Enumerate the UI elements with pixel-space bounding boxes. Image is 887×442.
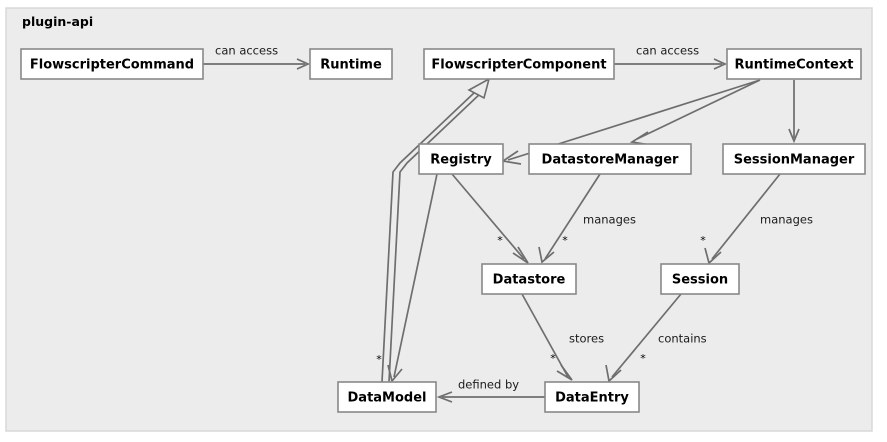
multiplicity-label: * — [497, 234, 503, 247]
arrowhead-icon — [788, 128, 800, 144]
multiplicity-label: * — [562, 234, 568, 247]
class-node-data-model[interactable]: DataModel — [337, 381, 437, 413]
edge-path — [636, 79, 761, 140]
arrowhead-icon — [512, 246, 529, 264]
edge-component-can-access-runtimecontext: can access — [614, 44, 728, 70]
multiplicity-label: * — [550, 352, 556, 365]
edge-label: manages — [583, 213, 636, 227]
class-box[interactable] — [20, 48, 204, 80]
edge-path — [711, 173, 781, 260]
multiplicity-label: * — [376, 353, 382, 366]
edge-label: stores — [569, 332, 604, 346]
edge-label: can access — [215, 44, 278, 58]
class-node-session[interactable]: Session — [660, 263, 740, 295]
class-name-label: Session — [672, 273, 728, 288]
class-box[interactable] — [337, 381, 437, 413]
edge-datamodel-generalizes-component — [381, 77, 491, 383]
edge-path — [451, 173, 525, 260]
edge-registry-to-datamodel: * — [376, 173, 438, 383]
class-name-label: RuntimeContext — [735, 58, 854, 73]
class-box[interactable] — [423, 48, 615, 80]
edge-label: manages — [760, 213, 813, 227]
generalization-arrowhead-icon — [467, 77, 491, 100]
arrowhead-icon — [605, 364, 622, 383]
edge-label: can access — [636, 44, 699, 58]
class-box[interactable] — [544, 381, 640, 413]
class-name-label: Registry — [430, 153, 492, 168]
edge-command-can-access-runtime: can access — [203, 44, 311, 70]
class-node-datastore-manager[interactable]: DatastoreManager — [528, 143, 692, 175]
class-node-data-entry[interactable]: DataEntry — [544, 381, 640, 413]
package-title: plugin-api — [22, 14, 93, 29]
multiplicity-label: * — [640, 352, 646, 365]
class-name-label: SessionManager — [734, 153, 855, 168]
arrowhead-icon — [296, 58, 311, 70]
class-name-label: FlowscripterComponent — [431, 58, 606, 73]
arrowhead-icon — [556, 364, 573, 381]
class-box[interactable] — [309, 48, 393, 80]
arrowhead-icon — [704, 247, 722, 265]
class-box[interactable] — [722, 143, 866, 175]
arrowhead-icon — [387, 364, 403, 383]
class-name-label: DatastoreManager — [542, 153, 680, 168]
class-box[interactable] — [660, 263, 740, 295]
arrowhead-icon — [713, 58, 728, 70]
edge-label: defined by — [458, 378, 519, 392]
edge-path — [611, 293, 682, 378]
class-node-flowscripter-command[interactable]: FlowscripterCommand — [20, 48, 204, 80]
edge-datastore-stores-dataentry: stores * — [521, 293, 604, 381]
edge-dataentry-defined-by-datamodel: defined by — [436, 378, 545, 403]
edge-datastoremanager-manages-datastore: manages * — [538, 173, 636, 264]
edge-runtimecontext-to-session-manager — [788, 80, 800, 144]
edge-path — [393, 173, 438, 378]
class-name-label: FlowscripterCommand — [30, 58, 194, 73]
class-name-label: DataModel — [348, 391, 427, 406]
edge-path-parallel — [388, 91, 483, 383]
class-box[interactable] — [528, 143, 692, 175]
edge-path — [381, 91, 476, 383]
edge-path — [544, 173, 601, 260]
class-name-label: Runtime — [320, 58, 382, 73]
edge-path — [521, 293, 569, 378]
arrowhead-icon — [436, 391, 453, 403]
class-node-runtime[interactable]: Runtime — [309, 48, 393, 80]
class-name-label: Datastore — [493, 273, 566, 288]
class-node-session-manager[interactable]: SessionManager — [722, 143, 866, 175]
class-box[interactable] — [726, 48, 862, 80]
class-node-registry[interactable]: Registry — [418, 143, 504, 175]
class-node-runtime-context[interactable]: RuntimeContext — [726, 48, 862, 80]
class-node-datastore[interactable]: Datastore — [481, 263, 577, 295]
edge-session-contains-dataentry: contains * — [605, 293, 707, 383]
edge-registry-to-datastore: * — [451, 173, 529, 264]
node-layer: FlowscripterCommand Runtime FlowscripterCo… — [20, 48, 866, 413]
edge-sessionmanager-manages-session: manages * — [700, 173, 813, 265]
arrowhead-icon — [538, 246, 555, 264]
class-name-label: DataEntry — [555, 391, 629, 406]
class-box[interactable] — [418, 143, 504, 175]
edge-label: contains — [658, 332, 707, 346]
class-node-flowscripter-component[interactable]: FlowscripterComponent — [423, 48, 615, 80]
multiplicity-label: * — [700, 234, 706, 247]
class-box[interactable] — [481, 263, 577, 295]
